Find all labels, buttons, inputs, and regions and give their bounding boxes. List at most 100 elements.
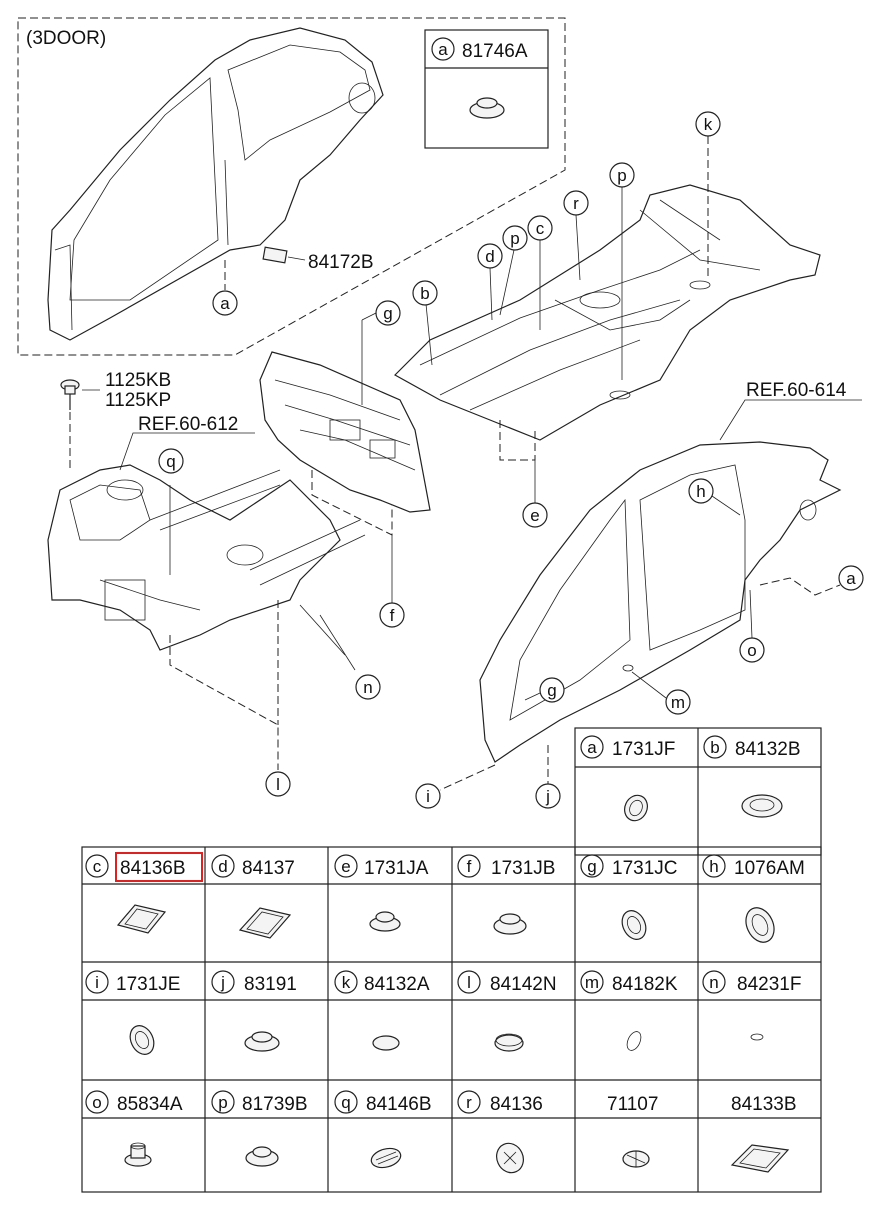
svg-text:d: d [218,857,227,876]
leader-84172B [287,256,306,261]
callout-m-side: m [671,693,685,712]
svg-text:p: p [218,1093,227,1112]
part-label-84133B: 84133B [731,1094,797,1115]
callout-q-front: q [166,452,175,471]
part-label-84137: 84137 [242,858,295,879]
callout-l-front: l [276,775,280,794]
part-label-84142N: 84142N [490,974,557,995]
inset-key-a: a [438,40,448,59]
floor-callouts: b d p c r p k e [412,111,721,528]
part-label-81739B: 81739B [242,1094,308,1115]
callout-h-side: h [696,482,705,501]
highlight-box [115,852,203,882]
svg-text:f: f [467,857,472,876]
svg-text:a: a [587,738,597,757]
bolt-assembly: 1125KB 1125KP [60,370,171,470]
callout-f-panel: f [390,606,395,625]
callout-a-top: a [220,294,230,313]
table-cell-1731JA: e 1731JA [334,854,429,932]
callout-g-panel: g [383,304,392,323]
table-cell-1731JB: f 1731JB [457,854,555,935]
three-door-inset: (3DOOR) 84172B a a 81746A [17,17,566,356]
side-panel: REF.60-614 h a o g m i j [415,380,864,809]
svg-text:b: b [710,738,719,757]
callout-j-side: j [545,787,550,806]
part-label-1076AM: 1076AM [734,858,805,879]
callout-c-floor: c [536,219,545,238]
table-cell-71107: 71107 [607,1094,658,1168]
part-label-84136: 84136 [490,1094,543,1115]
part-label-1731JF: 1731JF [612,739,675,760]
svg-text:o: o [92,1093,101,1112]
inset-81746A: a 81746A [424,29,549,149]
dash-panel: g f [259,300,431,628]
part-label-1731JB: 1731JB [491,858,555,879]
table-cell-85834A: o 85834A [85,1090,183,1167]
part-label-84231F: 84231F [737,974,801,995]
part-label-1731JE: 1731JE [116,974,180,995]
table-cell-1731JF: a 1731JF [580,735,675,822]
callout-g-side: g [547,681,556,700]
svg-text:m: m [585,973,599,992]
callout-i-side: i [426,787,430,806]
callout-r-floor: r [573,194,579,213]
callout-n-front: n [363,678,372,697]
three-door-label: (3DOOR) [26,28,106,49]
part-label-84172B: 84172B [308,252,374,273]
callout-circle-a-top [212,290,238,316]
svg-text:j: j [220,973,225,992]
callout-d-floor: d [485,247,494,266]
part-label-83191: 83191 [244,974,297,995]
ref-label-60-612: REF.60-612 [138,414,238,435]
ref-side-leader [719,399,862,441]
bolt-label-1125KP: 1125KP [105,390,171,411]
svg-text:c: c [93,857,102,876]
table-cell-84133B: 84133B [730,1094,797,1173]
plug-84172B-shape [262,246,288,264]
svg-text:n: n [709,973,718,992]
callout-k-floor: k [704,115,713,134]
svg-text:l: l [467,973,471,992]
ref-front-leader [119,432,255,471]
ref-label-60-614: REF.60-614 [746,380,847,401]
part-label-84146B: 84146B [366,1094,432,1115]
parts-table [81,727,822,1193]
svg-text:g: g [587,857,596,876]
callout-p-floor-2: p [617,166,626,185]
part-label-71107: 71107 [607,1094,658,1115]
part-label-84136B: 84136B [120,858,186,879]
callout-e-floor: e [530,506,539,525]
table-cell-83191: j 83191 [211,970,297,1052]
table-cell-84182K: m 84182K [580,970,678,1051]
svg-text:r: r [466,1093,472,1112]
part-label-1731JC: 1731JC [612,858,678,879]
table-cell-84136: r 84136 [457,1090,543,1174]
table-cell-84137: d 84137 [211,854,295,939]
svg-text:i: i [95,973,99,992]
part-label-84182K: 84182K [612,974,678,995]
table-cell-1076AM: h 1076AM [702,854,805,943]
svg-text:h: h [709,857,718,876]
table-cell-1731JC: g 1731JC [580,854,678,940]
svg-text:q: q [341,1093,350,1112]
table-cell-81739B: p 81739B [211,1090,308,1167]
table-cell-1731JE: i 1731JE [85,970,180,1055]
svg-text:e: e [341,857,350,876]
table-cell-84132A: k 84132A [334,970,430,1051]
part-label-84132A: 84132A [364,974,430,995]
part-label-84132B: 84132B [735,739,801,760]
floor-panel [394,184,821,441]
table-cell-84231F: n 84231F [702,970,801,1041]
callout-circle-b-floor [412,280,438,306]
svg-text:k: k [342,973,351,992]
part-label-1731JA: 1731JA [364,858,429,879]
callout-b-floor: b [420,284,429,303]
three-door-side-panel [47,27,384,341]
front-structure: REF.60-612 q n l [47,414,381,797]
bolt-label-1125KB: 1125KB [105,370,171,391]
table-cell-84136B: c 84136B [85,852,203,934]
table-cell-84146B: q 84146B [334,1090,432,1169]
callout-o-side: o [747,641,756,660]
callout-p-floor-1: p [510,229,519,248]
